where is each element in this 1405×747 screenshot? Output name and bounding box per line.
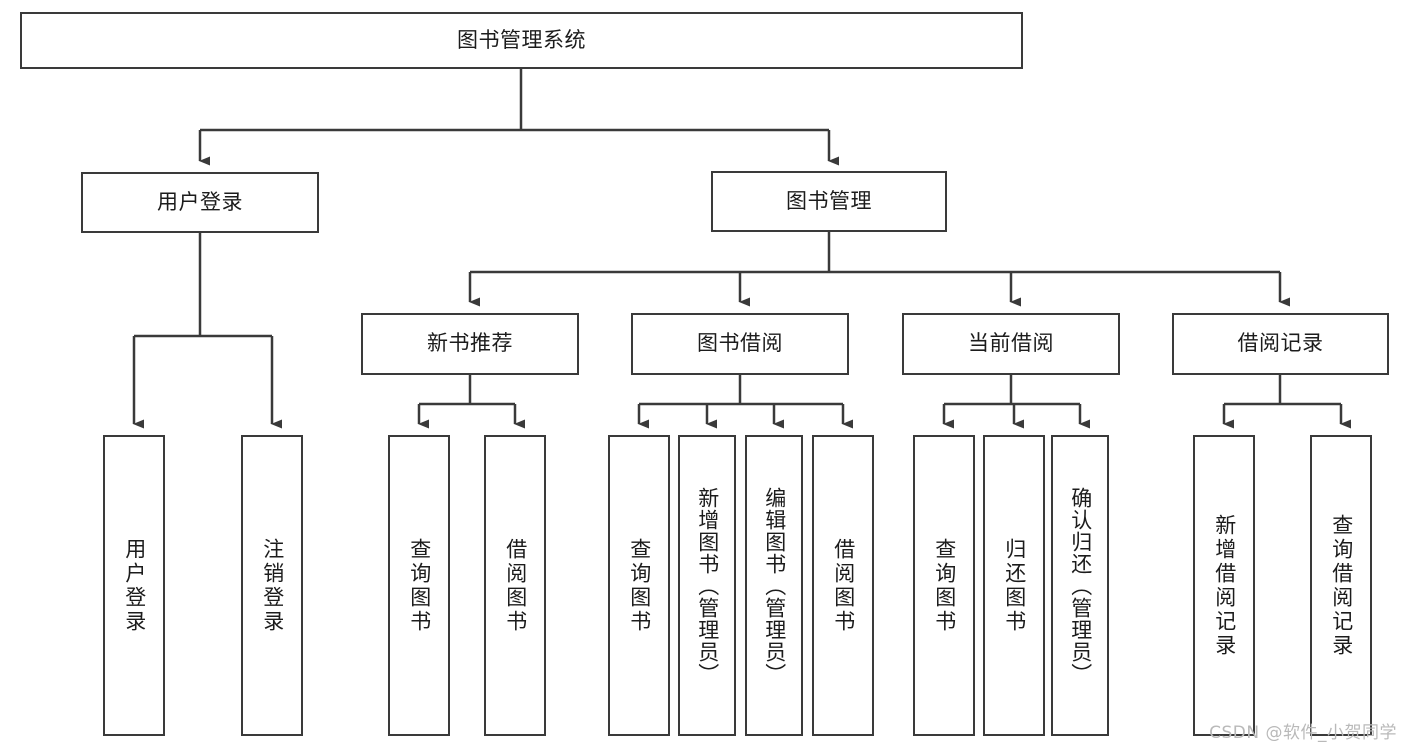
root-node-book-management-system[interactable]: 图书管理系统 (20, 12, 1023, 69)
level3-node-1[interactable]: 新书推荐 (361, 313, 579, 375)
leaf-node-6[interactable]: 新增图书（管理员） (678, 435, 736, 736)
leaf-node-9[interactable]: 查询图书 (913, 435, 975, 736)
leaf-node-7[interactable]: 编辑图书（管理员） (745, 435, 803, 736)
csdn-watermark: CSDN @软件_小贺同学 (1209, 723, 1397, 743)
node-label: 查询借阅记录 (1329, 513, 1354, 658)
leaf-node-5[interactable]: 查询图书 (608, 435, 670, 736)
node-label: 查询图书 (627, 537, 652, 634)
node-label: 用户登录 (122, 537, 147, 634)
node-label: 新增图书（管理员） (695, 486, 720, 685)
node-label: 确认归还（管理员） (1068, 486, 1093, 685)
leaf-node-11[interactable]: 确认归还（管理员） (1051, 435, 1109, 736)
node-label: 新增借阅记录 (1212, 513, 1237, 658)
leaf-node-2[interactable]: 注销登录 (241, 435, 303, 736)
node-label: 借阅图书 (503, 537, 528, 634)
node-label: 借阅图书 (831, 537, 856, 634)
node-label: 查询图书 (407, 537, 432, 634)
level3-node-4[interactable]: 借阅记录 (1172, 313, 1389, 375)
node-label: 查询图书 (932, 537, 957, 634)
leaf-node-10[interactable]: 归还图书 (983, 435, 1045, 736)
leaf-node-13[interactable]: 查询借阅记录 (1310, 435, 1372, 736)
leaf-node-4[interactable]: 借阅图书 (484, 435, 546, 736)
leaf-node-8[interactable]: 借阅图书 (812, 435, 874, 736)
level3-node-2[interactable]: 图书借阅 (631, 313, 849, 375)
leaf-node-3[interactable]: 查询图书 (388, 435, 450, 736)
level2-node-2[interactable]: 图书管理 (711, 171, 947, 232)
node-label: 注销登录 (260, 537, 285, 634)
node-label: 编辑图书（管理员） (762, 486, 787, 685)
leaf-node-1[interactable]: 用户登录 (103, 435, 165, 736)
leaf-node-12[interactable]: 新增借阅记录 (1193, 435, 1255, 736)
node-label: 归还图书 (1002, 537, 1027, 634)
level3-node-3[interactable]: 当前借阅 (902, 313, 1120, 375)
level2-node-1[interactable]: 用户登录 (81, 172, 319, 233)
